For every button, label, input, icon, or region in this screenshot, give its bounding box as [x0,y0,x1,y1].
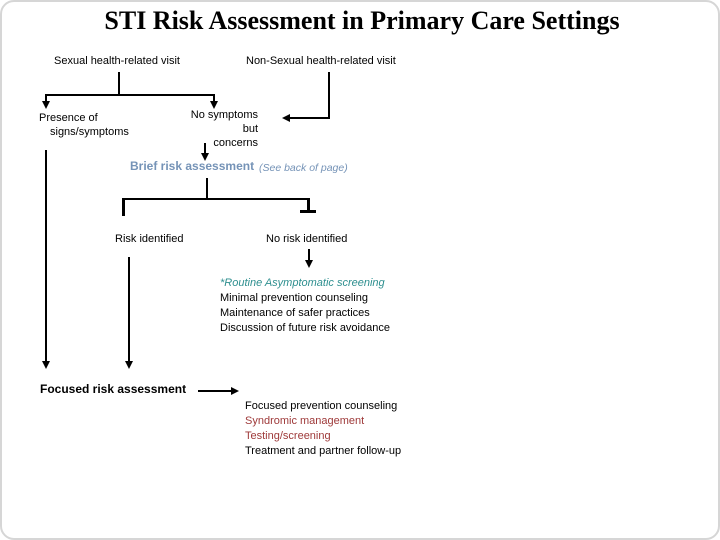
no-symptoms-line1: No symptoms [190,109,258,121]
connector-presence-long [45,150,47,362]
no-risk-outcome-item: Minimal prevention counseling [220,292,368,304]
connector-branch-right-drop [213,94,215,102]
arrowhead-to-no-symptoms-left [282,114,290,122]
connector-brief-right-cap [300,210,316,213]
node-sexual-visit: Sexual health-related visit [54,55,180,67]
focused-outcome-item: Focused prevention counseling [245,400,398,412]
focused-outcomes-block: Focused prevention counseling Syndromic … [245,399,401,459]
focused-outcome-item: Syndromic management [245,415,365,427]
no-symptoms-line3: concerns [213,137,258,149]
node-brief-assessment: Brief risk assessment [130,159,255,173]
arrowhead-to-routine-screening [305,260,313,268]
arrowhead-to-focused-outcomes [231,387,239,395]
node-focused-assessment: Focused risk assessment [40,382,187,396]
connector-no-risk-drop [308,249,310,261]
connector-brief-stem [206,178,208,199]
connector-brief-right-drop [307,198,310,211]
arrowhead-to-presence [42,101,50,109]
arrowhead-risk-to-focused [125,361,133,369]
presence-line2: signs/symptoms [50,126,129,138]
brief-assessment-note: (See back of page) [259,162,348,174]
routine-screening-heading: *Routine Asymptomatic screening [220,277,385,289]
node-no-risk-identified: No risk identified [266,233,348,245]
node-risk-identified: Risk identified [115,233,184,245]
connector-focused-horizontal [198,390,231,392]
connector-sexual-branch [46,94,215,96]
arrowhead-presence-to-focused [42,361,50,369]
connector-branch-left-drop [45,94,47,102]
focused-outcome-item: Testing/screening [245,430,331,442]
node-non-sexual-visit: Non-Sexual health-related visit [246,55,396,67]
connector-nonsexual-stem [328,72,330,119]
connector-concerns-drop [204,143,206,154]
connector-risk-long [128,257,130,362]
no-risk-outcome-item: Maintenance of safer practices [220,307,370,319]
arrowhead-to-brief-assessment [201,153,209,161]
presence-line1: Presence of [39,112,98,124]
node-no-symptoms: No symptoms but concerns [182,108,258,150]
no-symptoms-line2: but [242,123,258,135]
focused-outcome-item: Treatment and partner follow-up [245,445,402,457]
arrowhead-to-no-symptoms [210,101,218,109]
no-risk-outcomes-block: *Routine Asymptomatic screening Minimal … [220,276,390,336]
no-risk-outcome-item: Discussion of future risk avoidance [220,322,390,334]
connector-nonsexual-horizontal [290,117,330,119]
connector-brief-branch [124,198,310,200]
page-title: STI Risk Assessment in Primary Care Sett… [104,6,620,35]
connector-brief-left-drop [122,198,125,216]
node-presence: Presence of signs/symptoms [39,111,129,139]
connector-sexual-stem [118,72,120,96]
